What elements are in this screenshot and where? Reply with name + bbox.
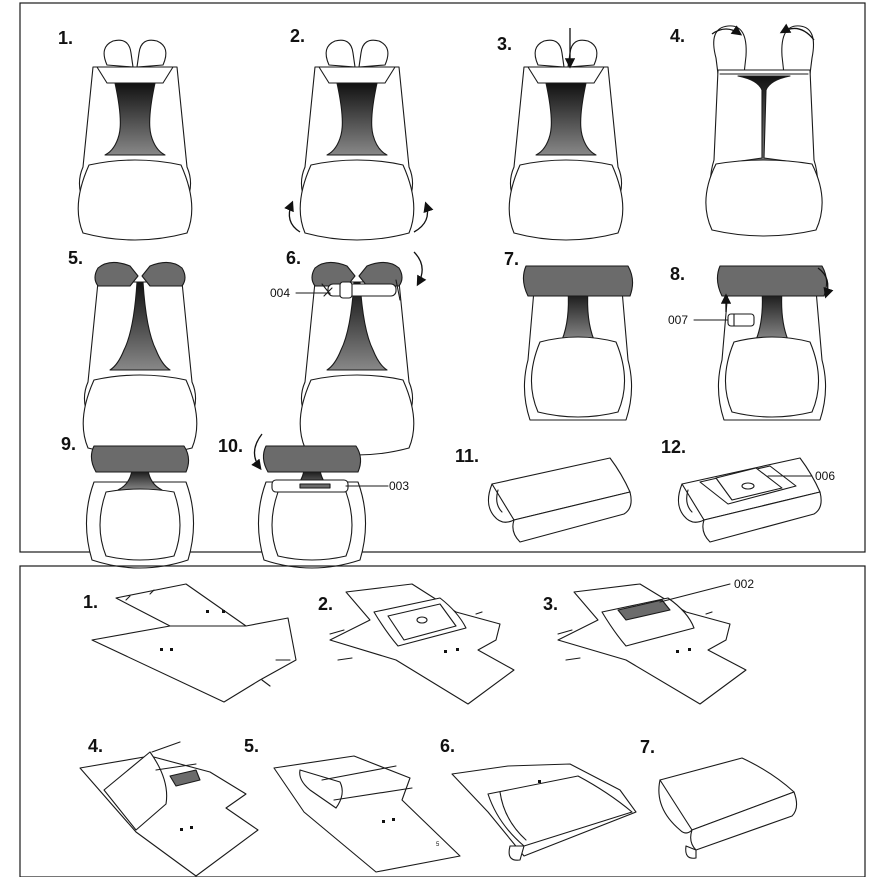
rolled-bag-12: 006 (677, 457, 835, 543)
bottom-step-7: 7. (640, 737, 655, 757)
seat-figure-9 (85, 445, 195, 569)
wrap-sheet-1 (91, 583, 297, 703)
bottom-instruction-panel (19, 565, 866, 877)
seat-figure-7 (522, 265, 634, 421)
top-instruction-panel (19, 2, 866, 553)
seat-figure-6: 004 (270, 251, 427, 456)
top-step-2: 2. (290, 26, 305, 46)
top-step-12: 12. (661, 437, 686, 457)
wrap-sheet-2 (329, 583, 515, 705)
wrap-sheet-6 (451, 763, 637, 861)
wrap-sheet-5: 5 (273, 755, 461, 873)
top-step-6: 6. (286, 248, 301, 268)
page-number: 5 (436, 842, 440, 848)
seat-figure-4 (705, 23, 823, 237)
seat-figure-5 (82, 261, 198, 456)
seat-figure-3 (508, 28, 624, 241)
wrap-sheet-3: 002 (557, 577, 754, 705)
top-step-1: 1. (58, 28, 73, 48)
top-step-5: 5. (68, 248, 83, 268)
bottom-step-2: 2. (318, 594, 333, 614)
top-step-10: 10. (218, 436, 243, 456)
seat-figure-10: 003 (251, 433, 409, 569)
bottom-step-4: 4. (88, 736, 103, 756)
bottom-step-1: 1. (83, 592, 98, 612)
seat-figure-2 (284, 39, 434, 241)
top-step-11: 11. (455, 446, 479, 466)
rolled-bag-11 (487, 457, 632, 543)
callout-003: 003 (389, 479, 409, 493)
wrap-bundle-7 (658, 757, 798, 859)
callout-004: 004 (270, 286, 290, 300)
wrap-sheet-4 (79, 741, 259, 877)
bottom-step-5: 5. (244, 736, 259, 756)
top-step-8: 8. (670, 264, 685, 284)
top-step-7: 7. (504, 249, 519, 269)
seat-figure-1 (77, 39, 193, 241)
top-step-4: 4. (670, 26, 685, 46)
seat-figure-8: 007 (668, 265, 834, 421)
top-step-9: 9. (61, 434, 76, 454)
bottom-step-3: 3. (543, 594, 558, 614)
callout-006: 006 (815, 469, 835, 483)
top-step-3: 3. (497, 34, 512, 54)
bottom-step-6: 6. (440, 736, 455, 756)
callout-002: 002 (734, 577, 754, 591)
callout-007: 007 (668, 313, 688, 327)
